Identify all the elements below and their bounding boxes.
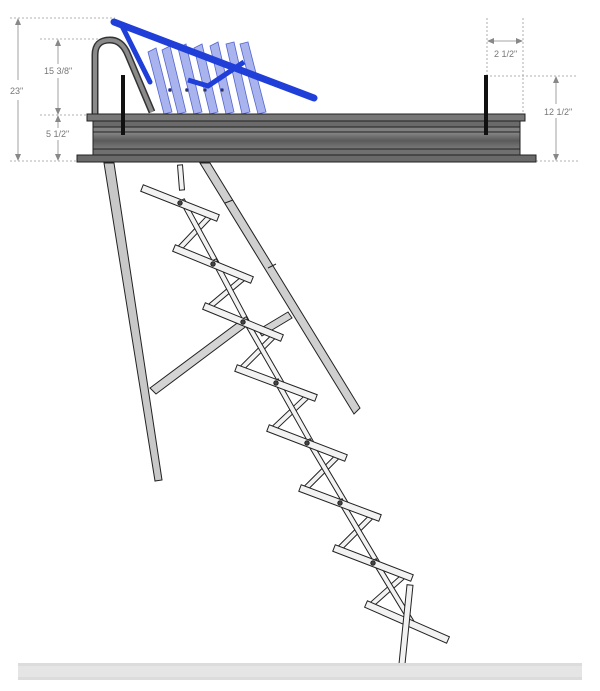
pivot-pin	[240, 319, 246, 325]
frame-height-label: 5 1/2"	[46, 129, 69, 139]
post-height-label: 12 1/2"	[544, 107, 572, 117]
ceiling-frame	[76, 113, 537, 163]
pivot-pin	[210, 261, 216, 267]
scissor-ladder	[140, 164, 451, 665]
top-link	[176, 164, 186, 191]
dimension-post-height: 12 1/2"	[490, 75, 578, 162]
folded-steps	[147, 41, 267, 115]
pivot-pin	[273, 380, 279, 386]
post-offset-label: 2 1/2"	[494, 49, 517, 59]
total-height-label: 23"	[10, 86, 23, 96]
diagonal-brace	[149, 317, 249, 395]
pivot-pin	[304, 440, 310, 446]
dimension-total-height: 23"	[10, 17, 115, 162]
dimension-post-offset: 2 1/2"	[486, 18, 524, 115]
lid-arm	[119, 23, 153, 85]
handrail-height-label: 15 3/8"	[44, 66, 72, 76]
pivot-pin	[370, 560, 376, 566]
right-support-arm	[199, 162, 361, 415]
hatch-lid	[110, 18, 318, 102]
pivot-pin	[337, 500, 343, 506]
dimension-handrail-height: 15 3/8"	[40, 38, 110, 116]
left-post	[121, 75, 125, 135]
lid-linkage	[187, 59, 246, 89]
pivot-pin	[177, 200, 183, 206]
left-support-leg	[103, 162, 163, 482]
dimension-frame-height: 5 1/2"	[46, 115, 69, 161]
right-post	[484, 75, 488, 135]
